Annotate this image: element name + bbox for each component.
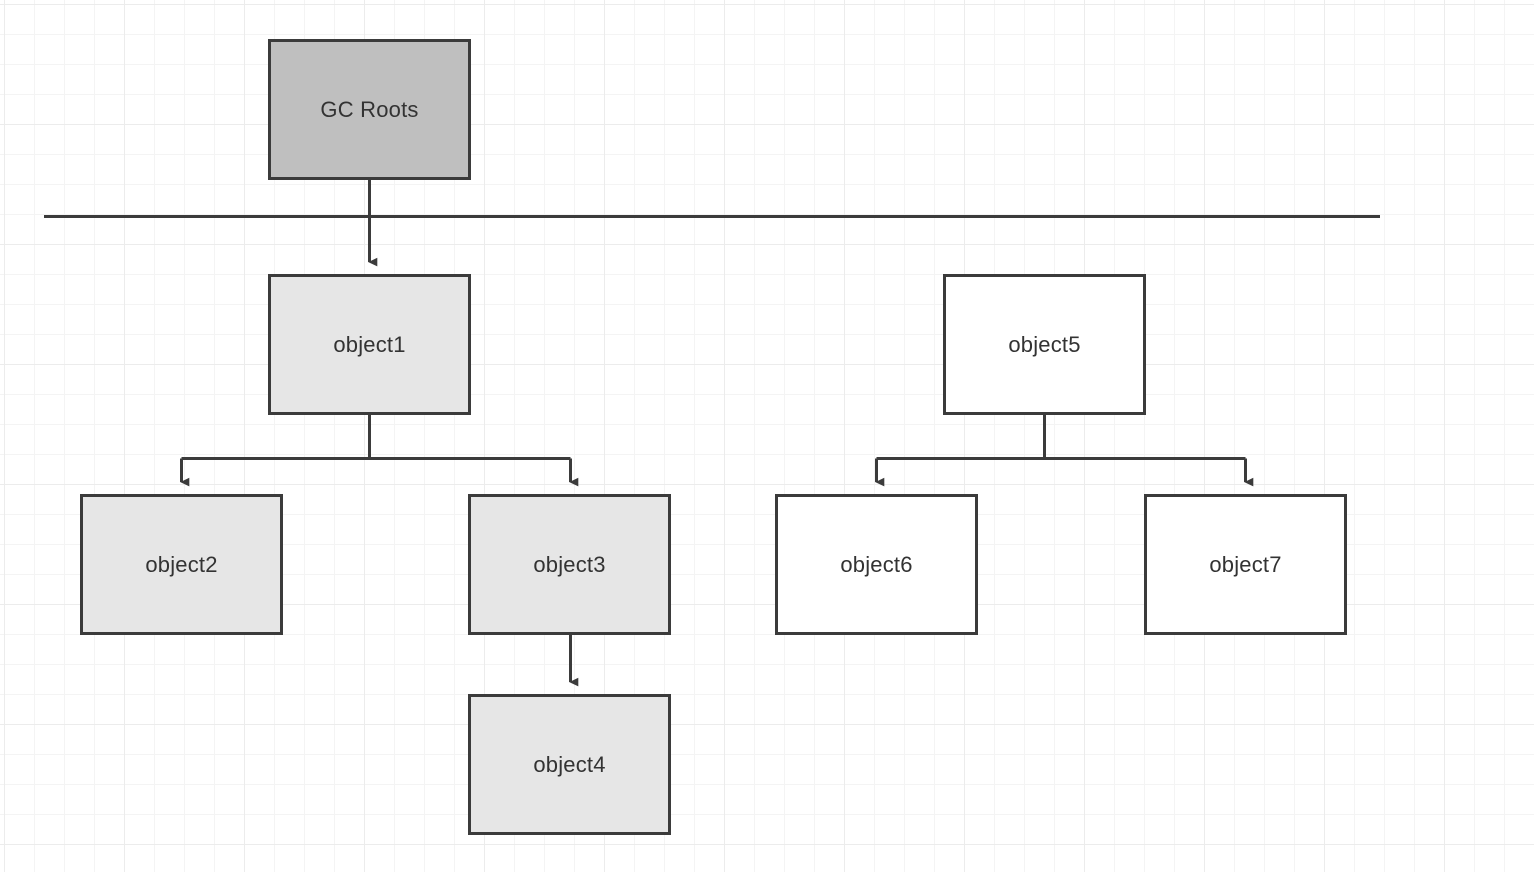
node-gc-roots[interactable]: GC Roots [268,39,471,180]
node-object1[interactable]: object1 [268,274,471,415]
node-label: object7 [1209,551,1282,577]
node-label: object5 [1008,331,1081,357]
node-object7[interactable]: object7 [1144,494,1347,635]
node-label: object1 [333,331,406,357]
node-label: object4 [533,751,606,777]
node-label: object2 [145,551,218,577]
node-object3[interactable]: object3 [468,494,671,635]
node-object4[interactable]: object4 [468,694,671,835]
node-label: object3 [533,551,606,577]
node-label: object6 [840,551,913,577]
node-object5[interactable]: object5 [943,274,1146,415]
node-object6[interactable]: object6 [775,494,978,635]
node-label: GC Roots [320,96,419,122]
node-object2[interactable]: object2 [80,494,283,635]
